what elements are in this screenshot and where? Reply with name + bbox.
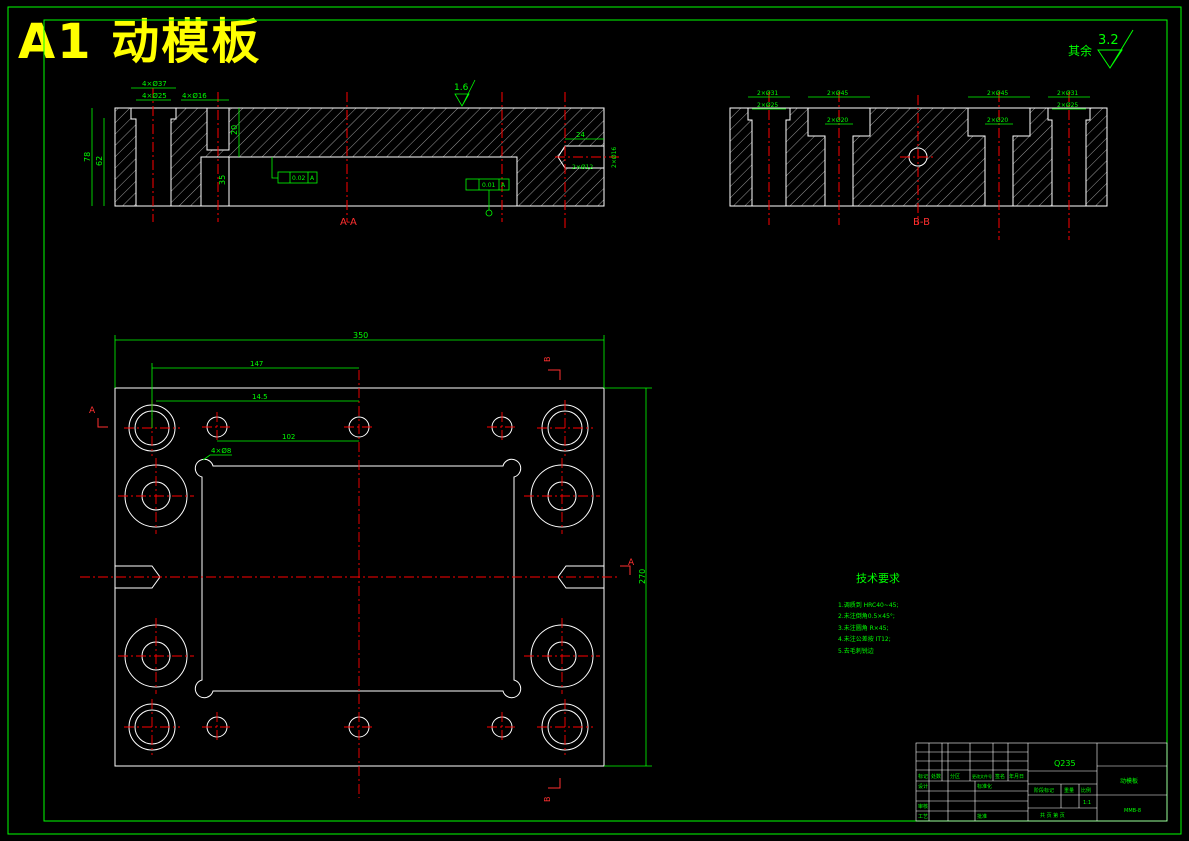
tech-item-2: 2.未注倒角0.5×45°; xyxy=(838,612,895,620)
tb-scale-label: 比例 xyxy=(1081,787,1091,794)
aa-dim-depth-a: 20 xyxy=(230,125,239,135)
cut-marker-a-right xyxy=(620,565,631,575)
tb-label-design: 设计 xyxy=(918,783,928,790)
aa-dim-height-total: 78 xyxy=(83,152,92,162)
aa-dim-cb-a: 24 xyxy=(576,131,585,139)
section-a-a-label: A-A xyxy=(340,217,357,228)
plan-hole-note: 4×Ø8 xyxy=(211,447,231,455)
cut-label-b-top: B xyxy=(543,357,552,363)
title-block-text: Q235 动模板 MMB-8 阶段标记 重量 比例 1:1 共 页 第 页 标记… xyxy=(918,759,1141,820)
tb-drawing-no: MMB-8 xyxy=(1124,808,1141,814)
plan-dim-145: 14.5 xyxy=(252,393,268,401)
roughness-symbol: 其余 3.2 xyxy=(1068,29,1134,69)
aa-dim-bore-small: 4×Ø25 xyxy=(142,92,167,100)
tech-heading: 技术要求 xyxy=(856,572,900,585)
sheet-title: A1 动模板 xyxy=(18,14,262,70)
plan-dim-147: 147 xyxy=(250,360,263,368)
tech-item-5: 5.去毛刺锐边 xyxy=(838,647,874,655)
sheet-inner-border xyxy=(43,19,1168,822)
roughness-note: 其余 xyxy=(1068,43,1092,58)
plan-view: 350 147 14.5 102 4×Ø8 270 A A B B xyxy=(80,331,652,802)
cut-marker-b-bottom xyxy=(548,778,561,789)
tb-sheets: 共 页 第 页 xyxy=(1040,812,1065,819)
tb-scale-value: 1:1 xyxy=(1083,800,1091,806)
cut-label-a-right: A xyxy=(628,558,635,568)
cut-label-b-bottom: B xyxy=(543,797,552,803)
aa-tolerance-1: 0.02 xyxy=(292,175,306,182)
tb-label-standard: 标准化 xyxy=(977,783,992,790)
title-block xyxy=(915,742,1168,822)
plan-dim-width: 350 xyxy=(353,331,368,340)
bb-dim-4: 2×Ø20 xyxy=(827,117,848,124)
sheet-outer-border xyxy=(7,6,1182,835)
cut-marker-a-left xyxy=(97,418,108,428)
tb-label-process: 工艺 xyxy=(918,814,928,820)
bb-dim-3: 2×Ø45 xyxy=(827,90,848,97)
plan-dim-102: 102 xyxy=(282,433,295,441)
aa-dim-cb-b: 2×Ø16 xyxy=(611,147,618,168)
bb-dim-1: 2×Ø31 xyxy=(757,90,778,97)
tb-label-mark: 标记 xyxy=(918,773,928,780)
tech-item-3: 3.未注圆角 R×45; xyxy=(838,624,889,632)
aa-tolerance-2: 0.01 xyxy=(482,182,496,189)
tb-label-date: 年月日 xyxy=(1009,773,1024,780)
plan-dim-height: 270 xyxy=(638,569,647,584)
bb-dim-5: 2×Ø45 xyxy=(987,90,1008,97)
section-b-b: 2×Ø31 2×Ø25 2×Ø45 2×Ø20 2×Ø45 2×Ø20 2×Ø3… xyxy=(729,90,1108,240)
aa-dim-cb-c: 2×Ø12 xyxy=(572,164,593,171)
aa-dim-height-inner: 62 xyxy=(95,156,104,166)
tb-weight-label: 重量 xyxy=(1064,787,1074,794)
tb-part-name: 动模板 xyxy=(1120,777,1138,785)
tech-item-1: 1.调质到 HRC40~45; xyxy=(838,601,899,609)
aa-roughness-value: 1.6 xyxy=(454,83,469,93)
tb-material: Q235 xyxy=(1054,759,1076,768)
bb-dim-7: 2×Ø31 xyxy=(1057,90,1078,97)
cut-label-a-left: A xyxy=(89,406,96,416)
tb-label-check: 审核 xyxy=(918,803,928,810)
tb-label-zone: 分区 xyxy=(950,773,960,780)
tb-label-approve: 批准 xyxy=(977,813,987,820)
tb-stage-label: 阶段标记 xyxy=(1034,787,1054,794)
aa-dim-bore-big: 4×Ø37 xyxy=(142,80,167,88)
aa-tolerance-2-datum: A xyxy=(501,182,506,189)
section-a-a: 4×Ø37 4×Ø25 4×Ø16 78 62 20 35 1.6 0.02 A… xyxy=(83,79,620,230)
tb-label-sign: 签名 xyxy=(995,773,1005,780)
cut-marker-b-top xyxy=(548,369,561,380)
bb-dim-6: 2×Ø20 xyxy=(987,117,1008,124)
tb-label-count: 处数 xyxy=(931,773,941,780)
aa-dim-depth-b: 35 xyxy=(218,175,227,185)
tech-item-4: 4.未注公差按 IT12; xyxy=(838,635,891,643)
aa-tolerance-1-datum: A xyxy=(310,175,315,182)
bb-dim-8: 2×Ø25 xyxy=(1057,102,1078,109)
tb-label-change-doc: 更改文件号 xyxy=(972,773,992,779)
tech-requirements: 技术要求 1.调质到 HRC40~45; 2.未注倒角0.5×45°; 3.未注… xyxy=(838,572,900,655)
bb-dim-2: 2×Ø25 xyxy=(757,102,778,109)
roughness-value: 3.2 xyxy=(1098,33,1119,48)
aa-dim-pin-hole: 4×Ø16 xyxy=(182,92,207,100)
section-b-b-label: B-B xyxy=(913,217,930,228)
